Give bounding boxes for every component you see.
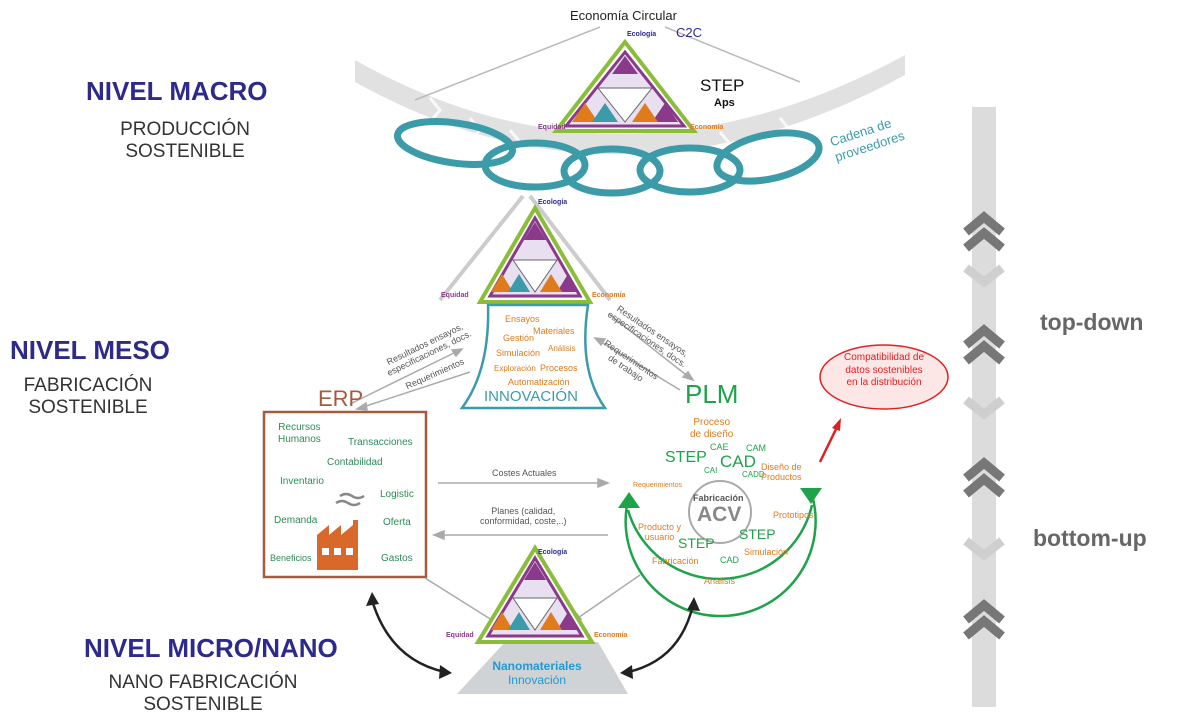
top-down-label: top-down: [1040, 309, 1144, 335]
macro-equidad-label: Equidad: [538, 124, 566, 131]
red-arrow-icon: [832, 418, 841, 431]
compat-bubble: [819, 344, 949, 410]
erp-item-beneficios: Beneficios: [270, 553, 312, 563]
plm-simulacion: Simulación: [744, 547, 789, 557]
innovation-item: Automatización: [508, 377, 570, 387]
plm-cae: CAE: [710, 442, 729, 452]
innovation-funnel: [459, 303, 608, 410]
erp-title: ERP: [318, 386, 364, 411]
step-macro-label: STEP: [700, 76, 745, 95]
up-chevrons-icon: [963, 211, 1005, 640]
bottom-up-label: bottom-up: [1033, 525, 1147, 551]
nanomateriales-label: Nanomateriales: [492, 659, 582, 673]
plm-cai: CAI: [704, 466, 718, 475]
meso-level-title: NIVEL MESO: [10, 335, 170, 365]
plm-fabricacion-center: Fabricación: [693, 493, 744, 503]
erp-item-oferta: Oferta: [383, 517, 411, 528]
erp-item-transacciones: Transacciones: [348, 437, 413, 448]
plm-step-right: STEP: [739, 526, 776, 542]
innovation-item: Materiales: [533, 326, 575, 336]
plm-prototipos: Prototipos: [773, 510, 814, 520]
innovation-item: Ensayos: [505, 314, 540, 324]
macro-ecologia-label: Ecología: [627, 31, 657, 38]
plm-cadd: CADD: [742, 470, 765, 479]
plm-cad-small: CAD: [720, 555, 740, 565]
plm-arrow-up-icon: [618, 492, 640, 508]
innovation-item: Gestión: [503, 333, 535, 343]
factory-icon: [317, 492, 365, 570]
macro-sustainability-triangle: [551, 38, 699, 133]
nano-innovacion-label: Innovación: [507, 673, 567, 687]
meso-sustainability-triangle: [476, 204, 594, 304]
plm-arrow-down-icon: [800, 488, 822, 504]
plm-step-top: STEP: [665, 449, 707, 466]
innovation-item: Análisis: [548, 344, 576, 353]
innovation-item: Simulación: [496, 348, 541, 358]
erp-item-gastos: Gastos: [381, 553, 413, 564]
economia-circular-label: Economía Circular: [570, 8, 677, 23]
plm-step-left: STEP: [678, 535, 715, 551]
macro-economia-label: Economía: [690, 124, 724, 131]
plm-cam: CAM: [746, 443, 766, 453]
erp-item-logistic: Logistic: [380, 489, 414, 500]
c2c-label: C2C: [676, 25, 703, 40]
supplier-chain: [393, 118, 823, 197]
costes-label: Costes Actuales: [492, 468, 557, 478]
plm-fabricacion: Fabricación: [652, 556, 699, 566]
micro-sustainability-triangle: [474, 544, 596, 644]
plm-acv: ACV: [697, 503, 742, 526]
aps-label: Aps: [714, 97, 735, 109]
erp-item-inventario: Inventario: [280, 476, 324, 487]
innovation-item: Procesos: [540, 363, 578, 373]
innovation-item: Exploración: [494, 364, 536, 373]
micro-level-title: NIVEL MICRO/NANO: [84, 633, 338, 663]
meso-equidad-label: Equidad: [441, 292, 469, 299]
plm-cycle: [618, 480, 822, 618]
meso-economia-label: Economía: [592, 292, 626, 299]
erp-item-contabilidad: Contabilidad: [327, 457, 383, 468]
down-chevrons-icon: [963, 264, 1005, 561]
macro-level-title: NIVEL MACRO: [86, 76, 268, 106]
plm-analisis: Análisis: [704, 576, 736, 586]
micro-economia-label: Economía: [594, 632, 628, 639]
micro-ecologia-label: Ecología: [538, 549, 568, 556]
nano-base: [457, 642, 628, 694]
micro-equidad-label: Equidad: [446, 632, 474, 639]
plm-title: PLM: [685, 379, 739, 409]
erp-item-demanda: Demanda: [274, 515, 318, 526]
plm-cad-big: CAD: [720, 452, 756, 471]
meso-ecologia-label: Ecología: [538, 199, 568, 206]
planes-label: Planes (calidad,conformidad, coste,..): [480, 506, 567, 527]
plm-requerimientos: Requerimientos: [633, 482, 683, 489]
innovation-title: INNOVACIÓN: [484, 388, 578, 405]
erp-box: [262, 410, 428, 579]
